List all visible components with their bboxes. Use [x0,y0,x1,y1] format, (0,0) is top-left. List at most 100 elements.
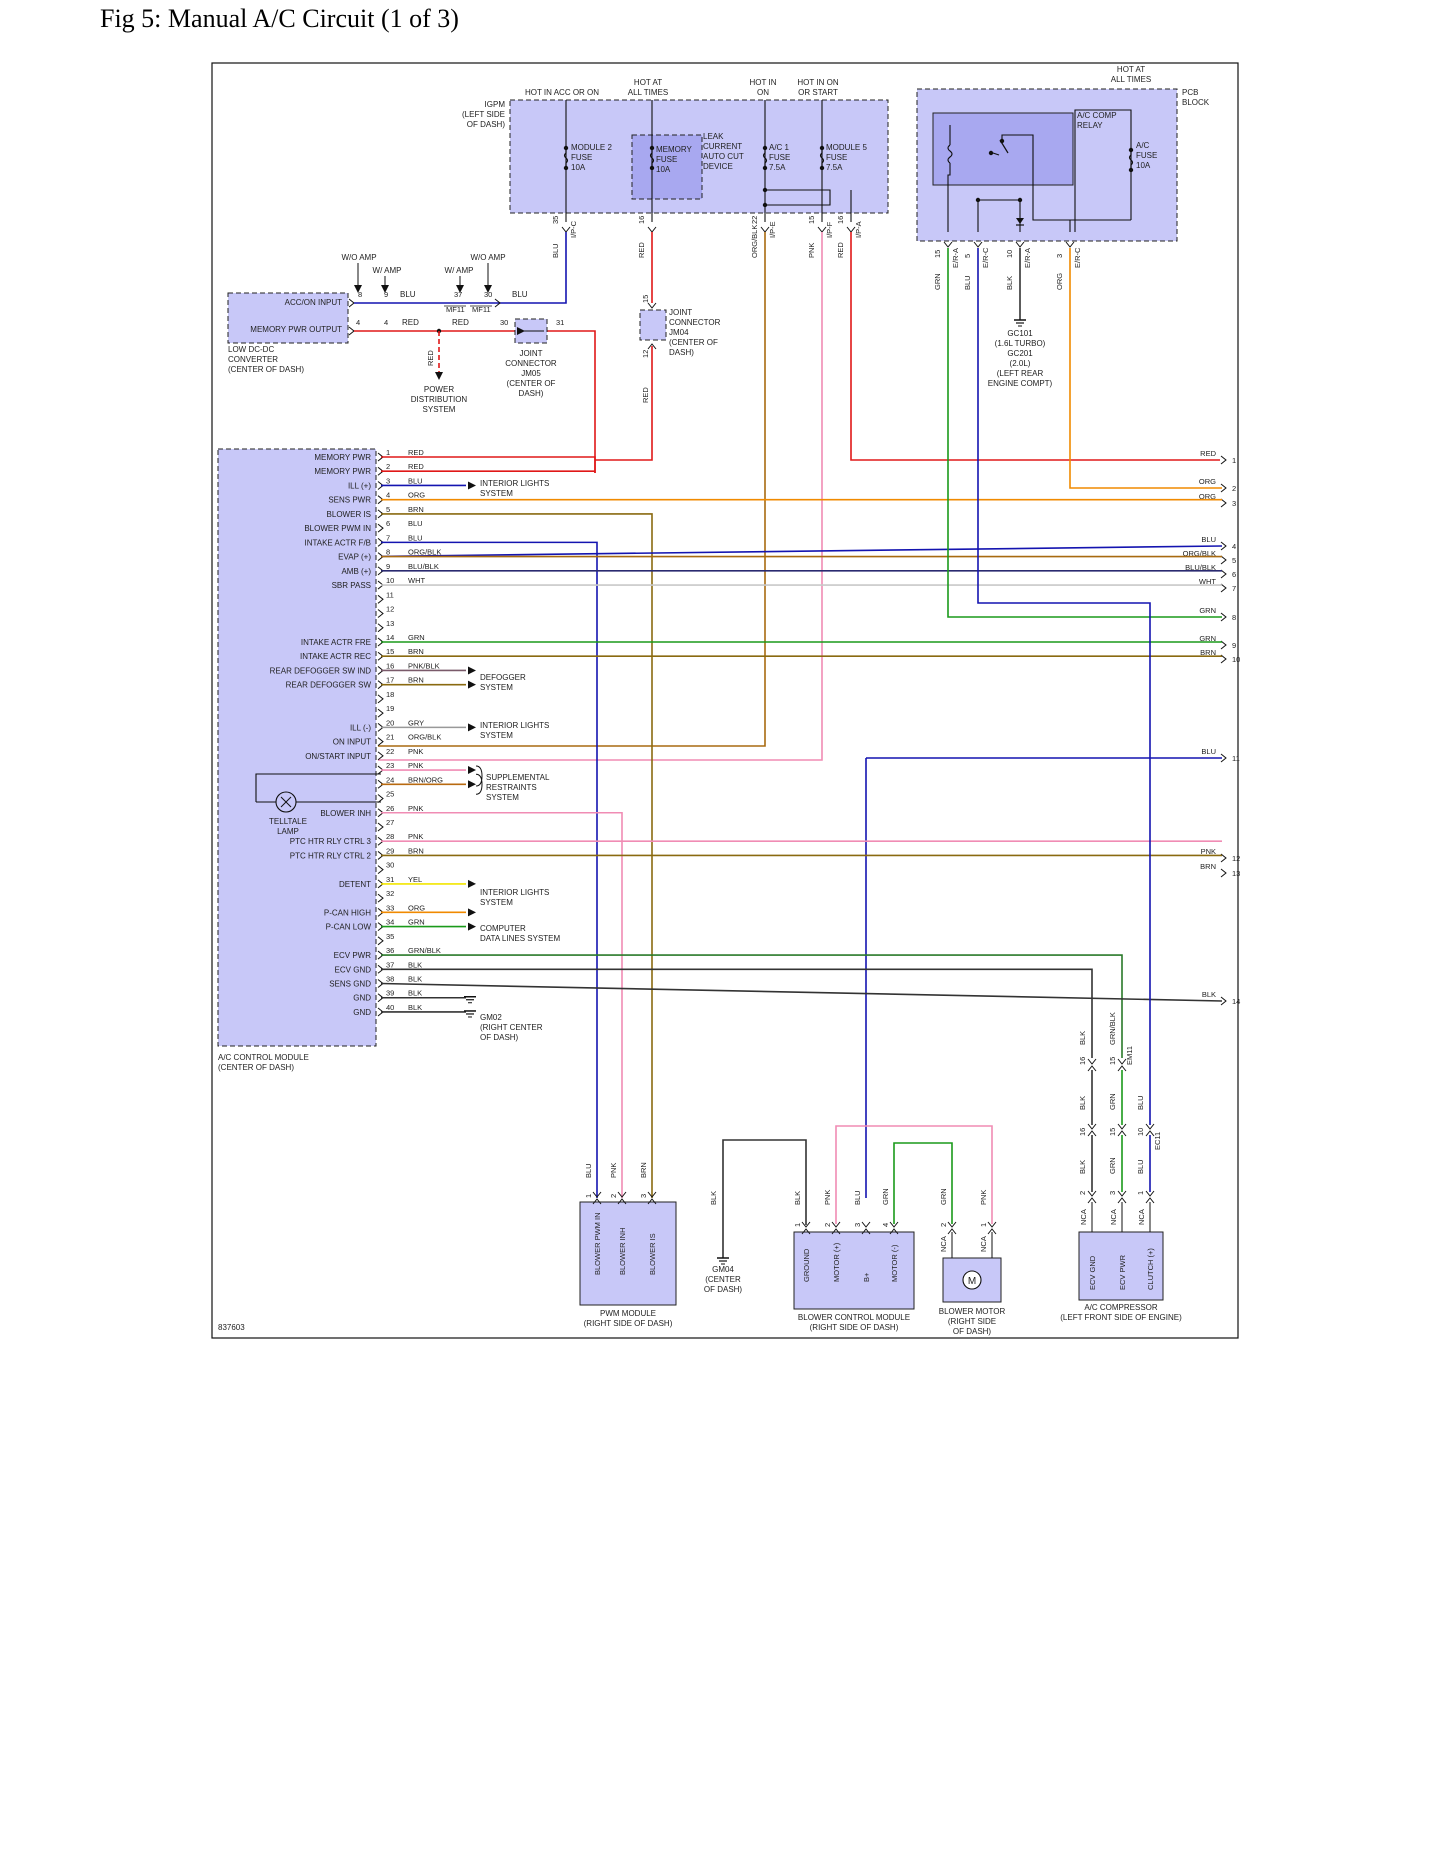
mem-pin: 31 [556,318,564,327]
arrow-icon [456,285,464,293]
bcm-wire-color: PNK [823,1190,832,1205]
right-edge-wire-color: BRN [1200,648,1216,657]
acm-pin-name: ON/START INPUT [305,752,371,761]
acm-pin-number: 13 [386,619,394,628]
right-edge-pin: 11 [1232,754,1240,763]
igpm-conn-id: I/P-F [825,221,834,238]
acm-pin-number: 18 [386,690,394,699]
srs-brace [475,765,483,795]
em11-wire-color: GRN/BLK [1108,1012,1117,1045]
memory-fuse-label: 10A [656,165,671,174]
pcb-pin-connector [1015,241,1025,248]
acm-pin-connector [377,708,384,718]
bcm-pin-name: B+ [862,1272,871,1282]
acc-pin: 30 [484,290,492,299]
igpm-label: OF DASH) [467,120,506,129]
acm-pin-connector [377,893,384,903]
connector-icon [1117,1058,1127,1065]
arrow-icon [468,766,476,775]
right-edge-connector [1220,996,1227,1006]
pcb-pin-number: 15 [933,250,942,258]
motor-plus-pnk-wire [835,1125,993,1224]
connector-icon [617,1191,627,1198]
connector-icon [861,1221,871,1228]
acc-connector [494,298,501,308]
connector-icon [987,1228,997,1235]
acm-pin-name: PTC HTR RLY CTRL 3 [290,837,372,846]
memory-fuse-box [631,134,703,200]
module5-fuse-label: MODULE 5 [826,143,867,152]
power-distribution-label: POWER [424,385,454,394]
blower-motor-label: (RIGHT SIDE [948,1317,996,1326]
converter-acc-on-input: ACC/ON INPUT [285,298,342,307]
header-hot-start: HOT IN ON [797,78,838,87]
memory-fuse-label: MEMORY [656,145,693,154]
acm-pin-number: 36 [386,946,394,955]
arrow-icon [468,922,476,931]
bcm-wire-color: GRN [881,1188,890,1205]
comp-nca-label: NCA [1109,1209,1118,1225]
igpm-wire-color: ORG/BLK [750,225,759,258]
fuse-terminal [1128,167,1134,173]
blower-motor-label: OF DASH) [953,1327,992,1336]
right-edge-wire-color: ORG [1199,477,1216,486]
igpm-pin-number: 35 [551,216,560,224]
w-amp-label: W/ AMP [373,266,402,275]
right-edge-connector [1220,483,1227,493]
jm04-label: DASH) [669,348,694,357]
jm05-label: JOINT [519,349,542,358]
arrow-icon [468,481,476,490]
mid-conn-pin: 10 [1136,1128,1145,1136]
acm-pin-number: 7 [386,533,390,542]
acm-pin-name: P-CAN HIGH [324,908,371,917]
acm-wire-color: ORG [408,903,425,912]
fuse-terminal [819,145,825,151]
jm04-pin: 12 [641,350,650,358]
blower-control-module-label: BLOWER CONTROL MODULE [798,1313,910,1322]
connector-icon [1087,1123,1097,1130]
srs-system-label: SUPPLEMENTAL [486,773,550,782]
pwm-pin-name: BLOWER INH [618,1227,627,1275]
relay-wire [947,163,951,232]
connector-icon [889,1221,899,1228]
connector-icon [947,1228,957,1235]
pwm-module-label: (RIGHT SIDE OF DASH) [584,1319,673,1328]
sens-gnd-wire [380,982,1223,1002]
pwm-pin-number: 3 [639,1194,648,1198]
intake-fb-blu-wire [380,545,1223,558]
igpm-wire-color: RED [836,242,845,258]
pcb-pin-connector [943,241,953,248]
blower-motor-pin-name: NCA [939,1236,948,1252]
acm-pin-connector [377,623,384,633]
header-pcb-hot-always: HOT AT [1117,65,1145,74]
acm-pin-name: AMB (+) [341,567,371,576]
comp-nca-label: NCA [1079,1209,1088,1225]
acm-pin-number: 9 [386,562,390,571]
bcm-pin-name: MOTOR (-) [890,1244,899,1282]
right-edge-pin: 4 [1232,542,1236,551]
acm-pin-number: 21 [386,733,394,742]
acm-pin-name: GND [353,994,371,1003]
converter-pin-connector [348,326,355,336]
ac1-orgblk-wire [378,232,766,747]
acm-pin-connector [377,751,384,761]
fuse-terminal [563,145,569,151]
ac-compressor-label: A/C COMPRESSOR [1084,1303,1158,1312]
ec11-wire-color: BLU [1136,1159,1145,1174]
w-amp-label: W/ AMP [445,266,474,275]
arrow-icon [354,285,362,293]
figure-title: Fig 5: Manual A/C Circuit (1 of 3) [100,4,459,33]
ec11-wire-color: GRN [1108,1157,1117,1174]
connector-icon [831,1221,841,1228]
acc-wire-color: BLU [512,290,528,299]
blower-motor-wire-color: PNK [979,1190,988,1205]
acm-pin-number: 24 [386,775,394,784]
igpm-conn-id: I/P-E [768,221,777,238]
ac-fuse-label: FUSE [1136,151,1157,160]
acc-on-blu-wire [354,232,567,304]
right-edge-connector [1220,455,1227,465]
memory-pwr-red-wire [547,330,596,473]
gm04-label: (CENTER [705,1275,741,1284]
acm-pin-number: 37 [386,960,394,969]
splice-dot [1017,197,1023,203]
